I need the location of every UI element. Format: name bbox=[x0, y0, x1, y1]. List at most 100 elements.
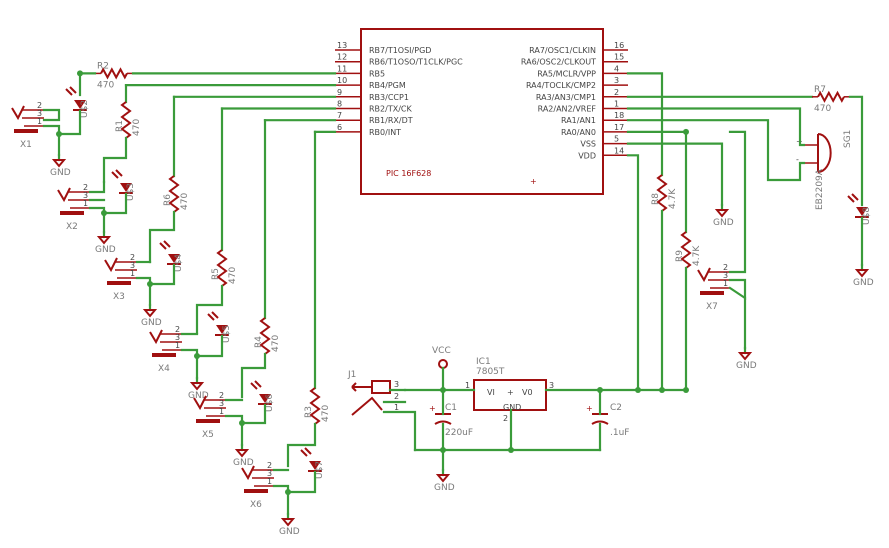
resistor-value: 470 bbox=[180, 193, 190, 210]
pic-pin-number: 17 bbox=[614, 123, 624, 132]
wire bbox=[148, 210, 176, 264]
regulator-part: 7805T bbox=[476, 367, 505, 377]
ground-symbol: GND bbox=[713, 203, 734, 228]
pic-pin-label: RA3/AN3/CMP1 bbox=[536, 93, 596, 102]
resistor-designator: R4 bbox=[254, 336, 264, 348]
connector-designator: X6 bbox=[250, 500, 262, 510]
pic-pin-label: RA2/AN2/VREF bbox=[538, 105, 597, 114]
wire bbox=[57, 109, 82, 136]
wire bbox=[728, 130, 747, 274]
pin-number: 2 bbox=[175, 325, 180, 334]
led-triangle-icon bbox=[120, 183, 132, 192]
pin-number: 3 bbox=[130, 261, 135, 270]
pic-pin-number: 7 bbox=[337, 111, 342, 120]
led-arrow-icon bbox=[65, 88, 73, 96]
led-triangle-icon bbox=[309, 461, 321, 470]
pic-pin-number: 15 bbox=[614, 53, 624, 62]
buzzer-icon bbox=[817, 133, 832, 173]
ground-symbol: GND bbox=[141, 303, 162, 328]
wire bbox=[102, 192, 128, 215]
ground-symbol: GND bbox=[279, 512, 300, 537]
pic-pin-number: 5 bbox=[614, 135, 619, 144]
connector-designator: X7 bbox=[706, 302, 718, 312]
wire bbox=[135, 276, 152, 307]
ground-icon bbox=[189, 382, 205, 391]
vcc-label: VCC bbox=[432, 346, 451, 356]
pin-number: 1 bbox=[83, 199, 88, 208]
connector-shape bbox=[104, 257, 118, 273]
wire bbox=[626, 72, 664, 177]
resistor-zigzag bbox=[259, 317, 271, 355]
junction-dot bbox=[239, 420, 245, 426]
pic-pin-label: RB4/PGM bbox=[369, 81, 406, 90]
resistor-zigzag bbox=[817, 90, 845, 103]
pic-pin-number: 4 bbox=[614, 64, 619, 73]
pin-number: 1 bbox=[175, 341, 180, 350]
pic-pin-number: 11 bbox=[337, 64, 347, 73]
led-arrow-icon bbox=[851, 193, 859, 201]
ground-label: GND bbox=[713, 218, 734, 228]
led-arrow-icon bbox=[254, 380, 262, 388]
buzzer-minus-mark: - bbox=[796, 155, 799, 164]
pin-number: 3 bbox=[394, 380, 399, 389]
connector-body bbox=[152, 353, 176, 357]
resistor-value: 470 bbox=[321, 405, 331, 422]
wire bbox=[626, 142, 724, 207]
led-u7: U$7 bbox=[300, 447, 325, 479]
regulator-designator: IC1 bbox=[476, 357, 491, 367]
led-u5: U$5 bbox=[207, 311, 232, 343]
wire bbox=[626, 154, 640, 392]
pin-number: 2 bbox=[83, 183, 88, 192]
regulator-vi-label: VI bbox=[487, 388, 495, 397]
pic-pin-label: RB1/RX/DT bbox=[369, 116, 413, 125]
wire bbox=[88, 180, 106, 194]
pic-pin-number: 8 bbox=[337, 100, 342, 109]
resistor-designator: R8 bbox=[651, 193, 661, 205]
led-designator: U$7 bbox=[315, 461, 325, 479]
led-u3: U$3 bbox=[111, 169, 136, 201]
jack-body bbox=[371, 380, 391, 394]
led-triangle-icon bbox=[259, 394, 271, 403]
connector-body bbox=[14, 129, 38, 133]
wire bbox=[224, 414, 244, 447]
pic-pin-label: RB2/TX/CK bbox=[369, 105, 412, 114]
buzzer-designator: SG1 bbox=[843, 130, 853, 148]
wire bbox=[195, 334, 224, 358]
pin-number: 2 bbox=[219, 391, 224, 400]
ground-symbol: GND bbox=[434, 468, 455, 493]
resistor-zigzag bbox=[120, 101, 132, 139]
wire bbox=[180, 348, 199, 380]
ground-label: GND bbox=[853, 278, 874, 288]
resistor-designator: R1 bbox=[115, 120, 125, 132]
pic-pin-number: 2 bbox=[614, 88, 619, 97]
ground-label: GND bbox=[188, 391, 209, 401]
ground-label: GND bbox=[95, 245, 116, 255]
pic-pin-label: RB3/CCP1 bbox=[369, 93, 409, 102]
resistor-designator: R9 bbox=[675, 250, 685, 262]
pic-pin-label: RA4/TOCLK/CMP2 bbox=[526, 81, 596, 90]
ground-label: GND bbox=[736, 361, 757, 371]
pic-pin-number: 14 bbox=[614, 146, 624, 155]
resistor-value: 470 bbox=[97, 80, 114, 90]
resistor-zigzag bbox=[100, 67, 128, 80]
connector-shape bbox=[697, 267, 711, 283]
pin-number: 2 bbox=[394, 392, 399, 401]
pin-number: 1 bbox=[465, 381, 470, 390]
wire bbox=[240, 403, 267, 425]
ground-label: GND bbox=[233, 458, 254, 468]
ground-symbol: GND bbox=[853, 263, 874, 288]
ground-icon bbox=[854, 269, 870, 278]
connector-designator: X4 bbox=[158, 364, 170, 374]
resistor-zigzag bbox=[309, 387, 321, 425]
jack-designator: J1 bbox=[347, 370, 356, 380]
connector-designator: X5 bbox=[202, 430, 214, 440]
jack-contact bbox=[351, 396, 383, 416]
pin-number: 2 bbox=[503, 414, 508, 423]
